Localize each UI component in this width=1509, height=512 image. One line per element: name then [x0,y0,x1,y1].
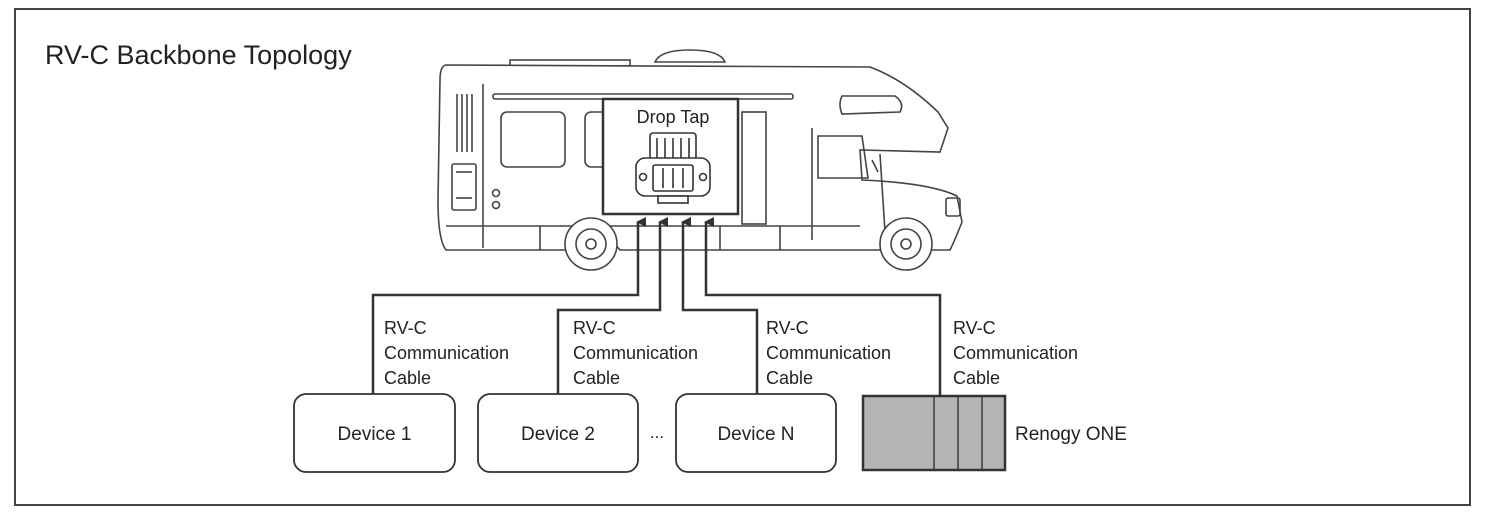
outer-border [14,8,1471,506]
device-1: Device 1 [293,393,456,473]
cable-device-1 [371,217,646,395]
svg-text:Communication: Communication [953,343,1078,363]
svg-text:Cable: Cable [573,368,620,388]
rv-headlight [945,197,961,217]
svg-text:Cable: Cable [384,368,431,388]
device-n: Device N [675,393,837,473]
svg-text:Communication: Communication [573,343,698,363]
svg-text:RV-C: RV-C [766,318,809,338]
device-ellipsis: ... [650,423,664,442]
cable-device-n [681,217,759,395]
cable-label-n: RV-C Communication Cable [766,318,891,388]
rv-roof-vent [653,49,727,63]
renogy-one-device [861,394,1007,472]
cable-label-renogy: RV-C Communication Cable [953,318,1078,388]
rv-cabover-window [839,95,903,115]
rv-cab-door [811,128,886,240]
cable-renogy-one [704,217,942,395]
device-1-label: Device 1 [338,424,412,445]
cable-label-2: RV-C Communication Cable [573,318,698,388]
svg-text:Communication: Communication [766,343,891,363]
drop-tap: Drop Tap [601,97,740,216]
renogy-one-label: Renogy ONE [1015,424,1127,445]
svg-text:RV-C: RV-C [384,318,427,338]
rv-door [741,111,767,225]
svg-text:Cable: Cable [766,368,813,388]
device-2-label: Device 2 [521,424,595,445]
drop-tap-connector-icon [635,132,711,204]
rv-cab-window [817,135,869,179]
device-2: Device 2 [477,393,639,473]
rv-rear-panel [451,163,477,211]
diagram-title: RV-C Backbone Topology [45,40,352,70]
svg-text:Communication: Communication [384,343,509,363]
svg-text:Cable: Cable [953,368,1000,388]
rv-window-rear [500,111,566,168]
drop-tap-label: Drop Tap [637,107,710,127]
cables [371,217,942,395]
svg-text:RV-C: RV-C [573,318,616,338]
device-n-label: Device N [717,424,794,445]
cable-device-2 [556,217,668,395]
rv-wheel-front [879,217,933,271]
cable-label-1: RV-C Communication Cable [384,318,509,388]
svg-text:RV-C: RV-C [953,318,996,338]
rv-wheel-rear [564,217,618,271]
